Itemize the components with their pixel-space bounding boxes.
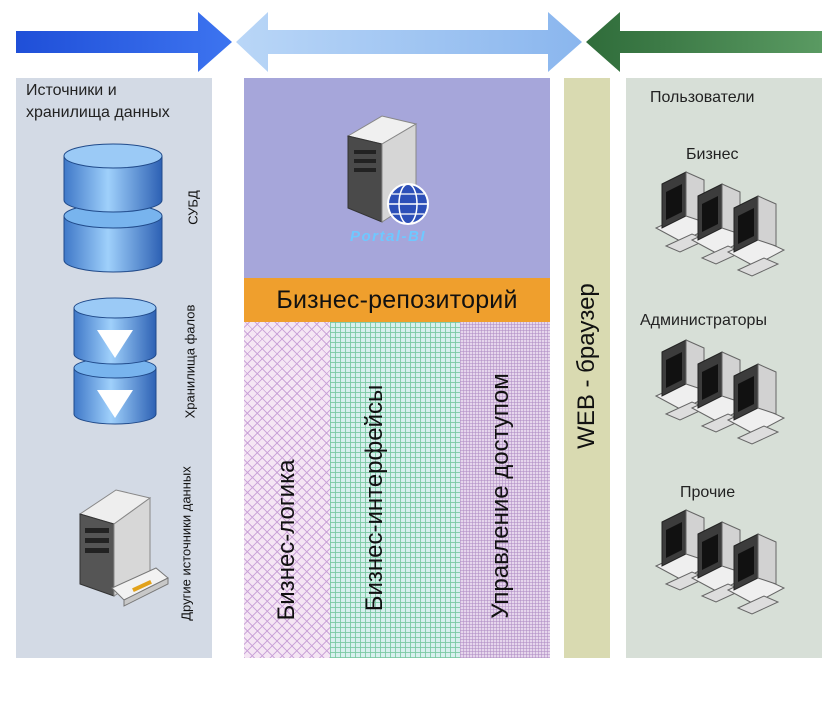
sources-title-line2: хранилища данных [26,104,170,121]
users-title: Пользователи [650,89,755,106]
sources-title-line1: Источники и [26,82,117,99]
workstations-icon [655,509,785,615]
web-browser-label: WEB - браузер [573,283,600,449]
arrow-left-green [586,12,822,72]
administrators-label: Администраторы [640,312,767,329]
business-interfaces-column [330,322,460,658]
flow-arrows [16,12,822,72]
access-control-column [460,322,550,658]
database-icon [63,143,163,273]
web-browser-column [564,78,610,658]
workstations-icon [654,171,785,277]
portal-server-icon [346,115,429,225]
other-users-label: Прочие [680,484,736,501]
business-logic-label: Бизнес-логика [273,459,300,621]
access-control-label: Управление доступом [487,373,514,619]
portal-bi-label: Portal-BI [349,228,426,245]
double-arrow-middle [236,12,582,72]
other-sources-label: Другие источники данных [178,466,194,621]
workstations-icon [655,339,785,445]
business-interfaces-label: Бизнес-интерфейсы [361,384,388,612]
file-storage-label: Хранилища фалов [182,304,198,419]
dbms-label: СУБД [185,190,201,225]
server-drive-icon [78,489,169,607]
business-logic-column [244,322,330,658]
file-storage-icon [73,297,157,425]
arrow-right-blue [16,12,232,72]
business-users-label: Бизнес [686,146,739,163]
business-repository-label: Бизнес-репозиторий [276,285,518,314]
sources-title: Источники и хранилища данных [26,80,211,124]
business-repository-bar: Бизнес-репозиторий [244,278,550,322]
